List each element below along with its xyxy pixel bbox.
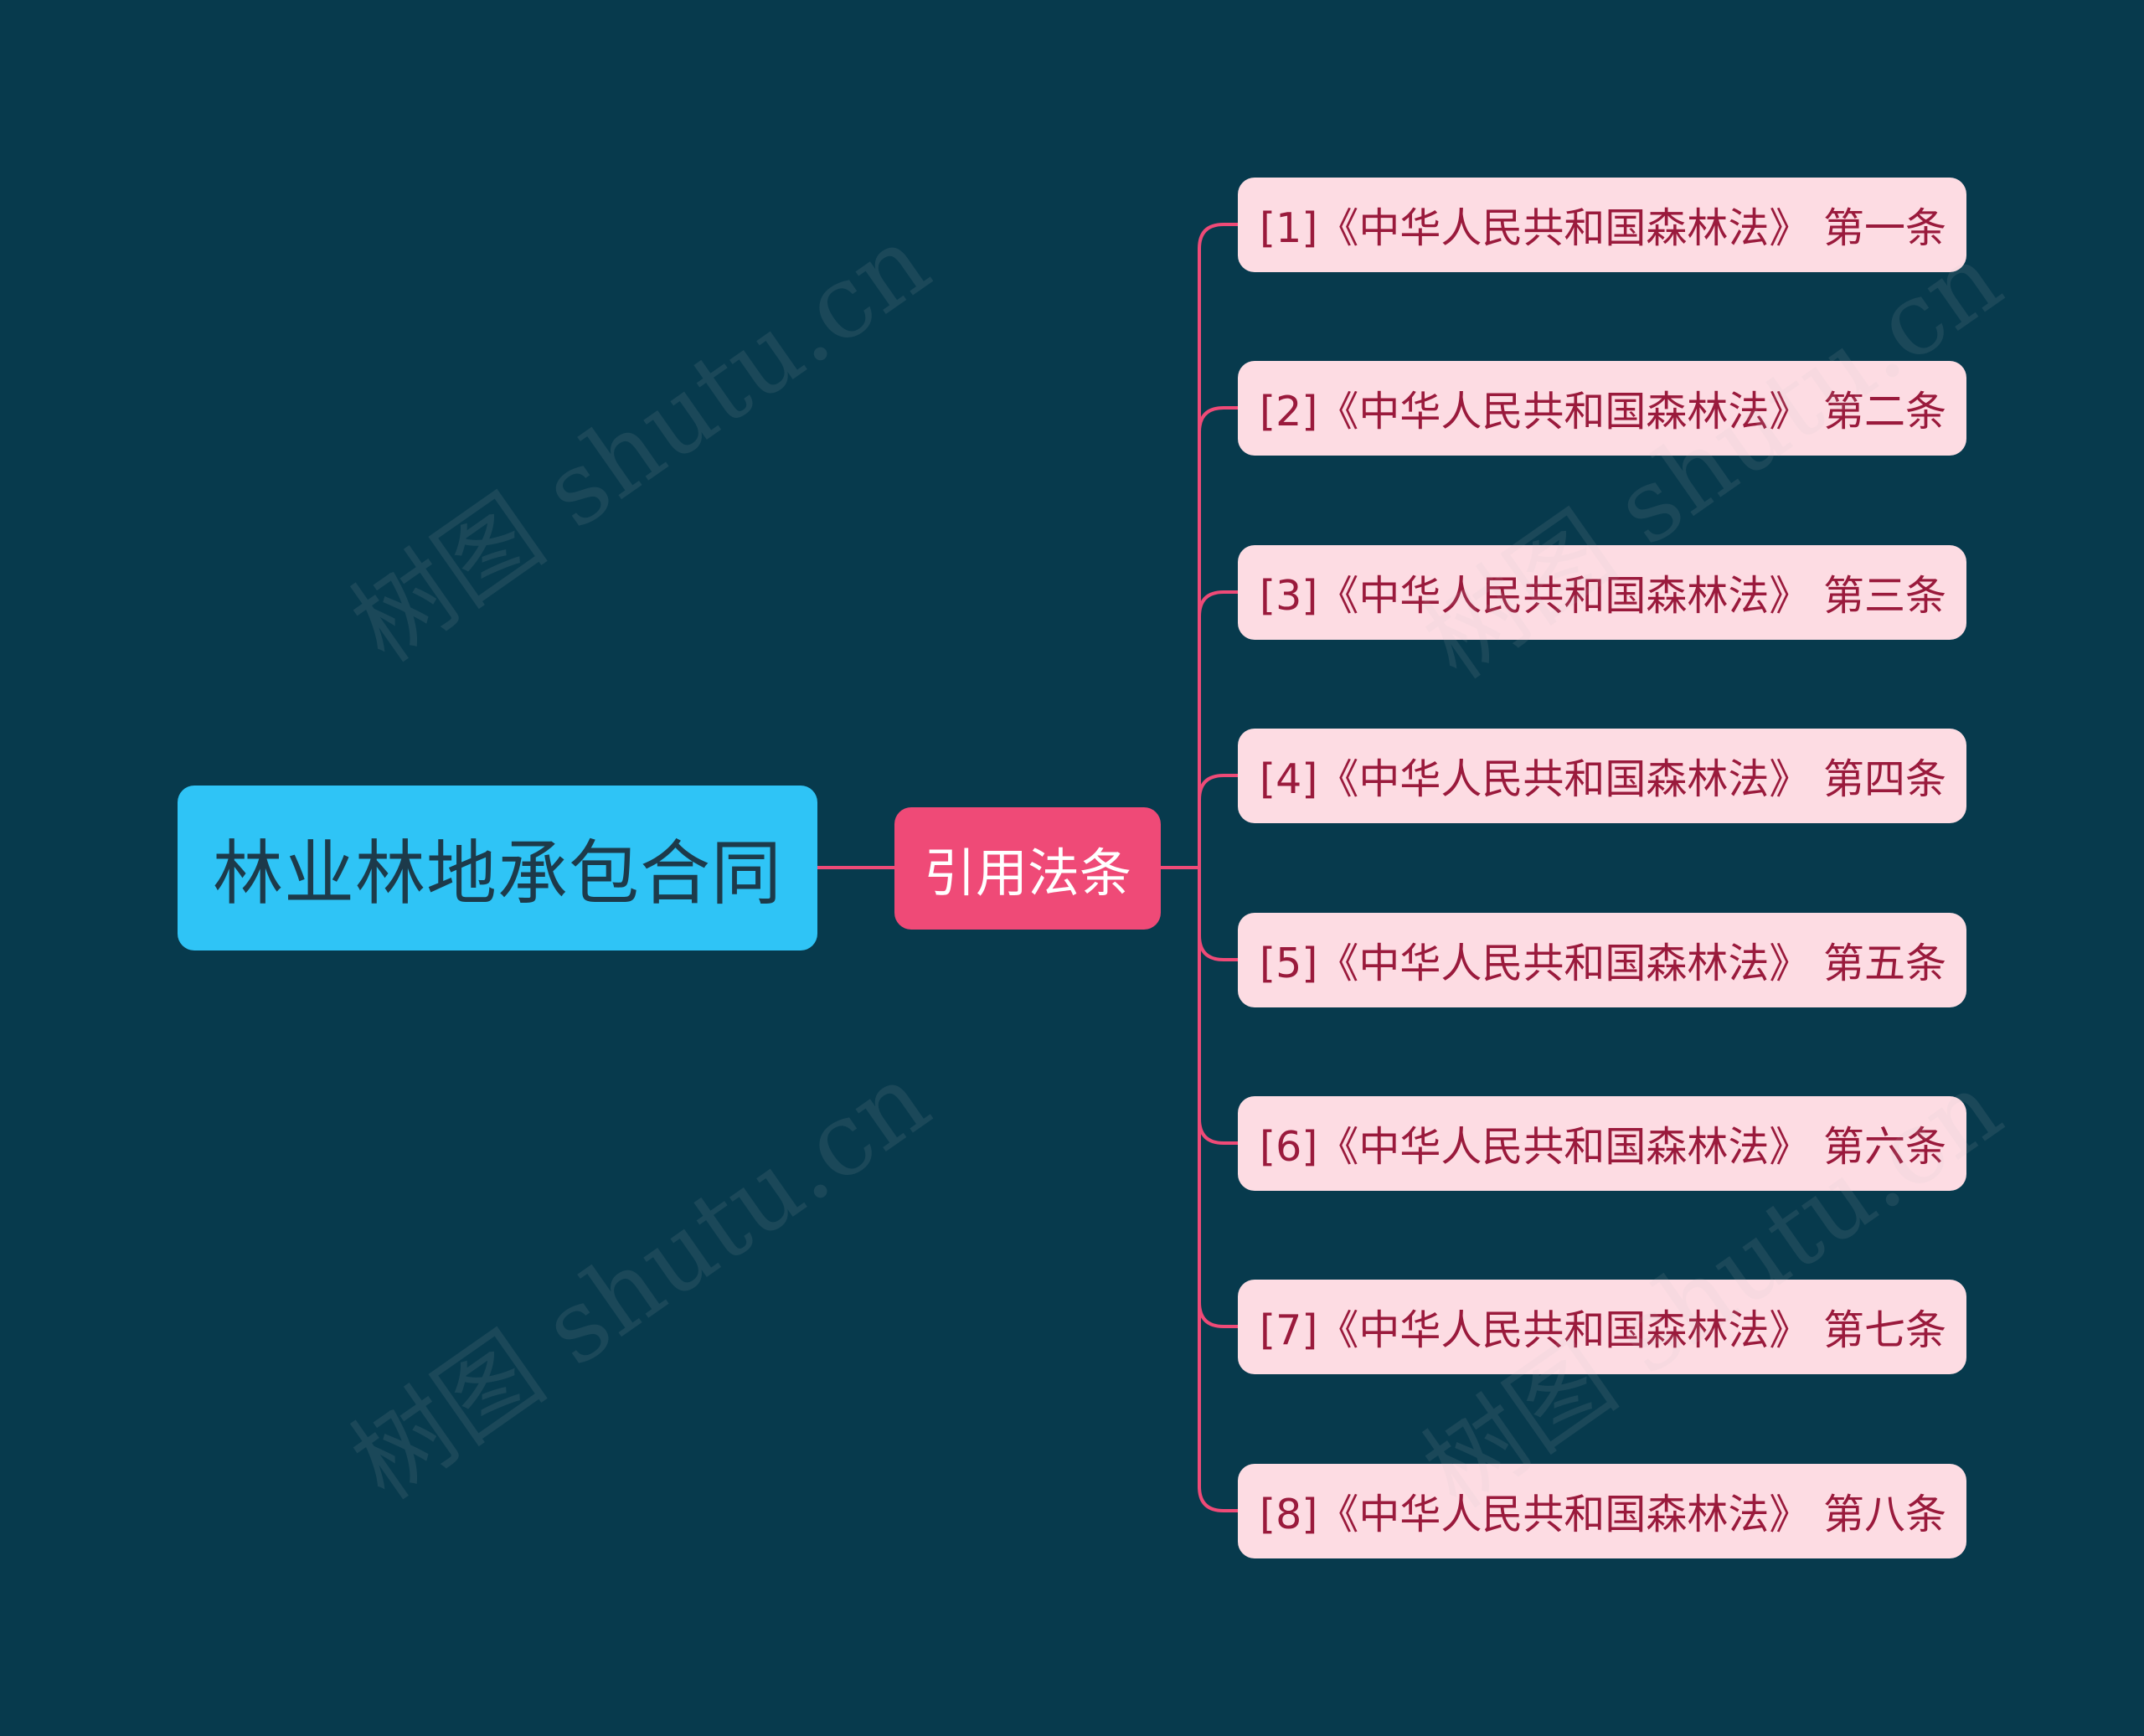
leaf-connector-7 <box>1198 868 1238 1328</box>
leaf-topic-node-5[interactable]: [5]《中华人民共和国森林法》 第五条 <box>1238 913 1966 1007</box>
leaf-topic-label: [4]《中华人民共和国森林法》 第四条 <box>1260 755 1946 803</box>
leaf-topic-label: [6]《中华人民共和国森林法》 第六条 <box>1260 1123 1946 1171</box>
leaf-connector-4 <box>1198 774 1238 868</box>
leaf-topic-label: [8]《中华人民共和国森林法》 第八条 <box>1260 1491 1946 1538</box>
leaf-connector-5 <box>1198 868 1238 961</box>
leaf-topic-label: [2]《中华人民共和国森林法》 第二条 <box>1260 388 1946 435</box>
leaf-topic-node-3[interactable]: [3]《中华人民共和国森林法》 第三条 <box>1238 545 1966 640</box>
leaf-connector-6 <box>1198 868 1238 1145</box>
root-topic-label: 林业林地承包合同 <box>212 832 782 914</box>
leaf-topic-node-2[interactable]: [2]《中华人民共和国森林法》 第二条 <box>1238 361 1966 456</box>
leaf-connector-2 <box>1198 406 1238 868</box>
leaf-topic-node-4[interactable]: [4]《中华人民共和国森林法》 第四条 <box>1238 729 1966 823</box>
leaf-topic-node-7[interactable]: [7]《中华人民共和国森林法》 第七条 <box>1238 1280 1966 1374</box>
leaf-topic-label: [3]《中华人民共和国森林法》 第三条 <box>1260 572 1946 620</box>
leaf-topic-node-6[interactable]: [6]《中华人民共和国森林法》 第六条 <box>1238 1096 1966 1191</box>
leaf-connector-1 <box>1198 223 1238 868</box>
leaf-topic-node-8[interactable]: [8]《中华人民共和国森林法》 第八条 <box>1238 1464 1966 1558</box>
branch-topic-label: 引用法条 <box>923 842 1131 904</box>
leaf-connector-8 <box>1198 868 1238 1512</box>
root-topic-node[interactable]: 林业林地承包合同 <box>178 786 817 950</box>
leaf-topic-label: [7]《中华人民共和国森林法》 第七条 <box>1260 1306 1946 1354</box>
leaf-connector-3 <box>1198 590 1238 868</box>
branch-topic-node[interactable]: 引用法条 <box>894 807 1161 930</box>
leaf-topic-label: [5]《中华人民共和国森林法》 第五条 <box>1260 940 1946 987</box>
leaf-topic-node-1[interactable]: [1]《中华人民共和国森林法》 第一条 <box>1238 178 1966 272</box>
leaf-topic-label: [1]《中华人民共和国森林法》 第一条 <box>1260 204 1946 252</box>
